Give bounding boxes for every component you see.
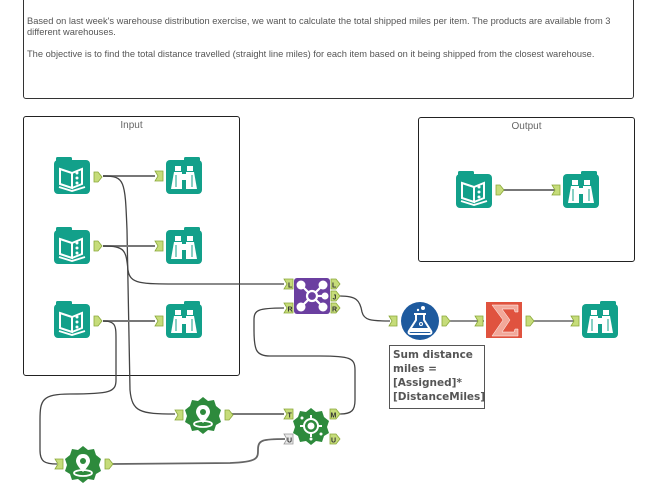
svg-text:U: U xyxy=(287,438,292,445)
output-container-title: Output xyxy=(511,121,542,132)
create-points-tool-1[interactable] xyxy=(174,397,234,434)
svg-text:J: J xyxy=(333,295,337,302)
svg-text:M: M xyxy=(331,413,337,420)
svg-text:R: R xyxy=(332,307,337,314)
input-anchor[interactable] xyxy=(388,315,398,327)
input-anchor[interactable] xyxy=(154,315,164,327)
binoculars-icon xyxy=(165,226,203,265)
input-anchor[interactable] xyxy=(154,240,164,252)
join-anchor-out-j[interactable]: J xyxy=(330,290,341,302)
svg-text:R: R xyxy=(288,307,293,314)
output-anchor[interactable] xyxy=(104,458,114,470)
annotation-line-2: miles = xyxy=(393,363,437,375)
find-nearest-anchor-out-u[interactable]: U xyxy=(329,433,341,445)
annotation-line-3: [Assigned]* xyxy=(393,377,462,389)
book-icon xyxy=(53,300,91,339)
input-container-title: Input xyxy=(120,120,143,131)
comment-box[interactable] xyxy=(23,0,634,99)
svg-text:U: U xyxy=(331,438,336,445)
input-data-tool-1[interactable] xyxy=(53,156,103,195)
wire-input2-join-l xyxy=(102,245,284,285)
find-nearest-anchor-out-m[interactable]: M xyxy=(329,408,341,420)
join-anchor-in-l[interactable]: L xyxy=(283,278,294,290)
comment-paragraph-2: The objective is to find the total dista… xyxy=(27,49,595,59)
input-data-tool-2[interactable] xyxy=(53,226,103,265)
find-nearest-anchor-in-u[interactable]: U xyxy=(283,433,294,445)
wire-createpoints2-findnearest-u xyxy=(111,438,286,465)
join-anchor-in-r[interactable]: R xyxy=(283,302,294,314)
binoculars-icon xyxy=(562,170,600,209)
output-anchor[interactable] xyxy=(93,171,103,183)
svg-text:L: L xyxy=(332,283,337,290)
join-anchor-out-r[interactable]: R xyxy=(330,302,341,314)
create-points-tool-2[interactable] xyxy=(54,446,114,483)
book-icon xyxy=(53,156,91,195)
wire-findnearest-join-r xyxy=(253,307,356,415)
svg-text:L: L xyxy=(288,283,293,290)
book-icon xyxy=(455,170,493,209)
binoculars-icon xyxy=(581,300,619,339)
find-nearest-anchor-in-t[interactable]: T xyxy=(283,408,294,420)
map-pin-icon xyxy=(65,446,101,483)
join-tool[interactable]: L R L J R xyxy=(283,278,341,314)
flask-icon xyxy=(407,306,433,335)
output-anchor[interactable] xyxy=(224,409,234,421)
output-container[interactable]: Output xyxy=(418,117,635,262)
browse-tool-2[interactable] xyxy=(154,226,203,265)
find-nearest-tool[interactable]: T U M U xyxy=(283,408,341,445)
binoculars-icon xyxy=(165,156,203,195)
input-data-tool-3[interactable] xyxy=(53,300,103,339)
binoculars-icon xyxy=(165,300,203,339)
output-browse-tool[interactable] xyxy=(551,170,600,209)
svg-text:T: T xyxy=(288,413,293,420)
browse-tool-3[interactable] xyxy=(154,300,203,339)
annotation-line-1: Sum distance xyxy=(393,349,473,361)
final-browse-tool[interactable] xyxy=(570,300,619,339)
summarize-tool[interactable] xyxy=(474,302,535,338)
output-input-data-tool[interactable] xyxy=(455,170,505,209)
input-anchor[interactable] xyxy=(154,170,164,182)
wire-input3-create-points-2 xyxy=(39,320,117,465)
crosshair-icon xyxy=(300,415,323,441)
join-anchor-out-l[interactable]: L xyxy=(330,278,341,290)
wire-input1-create-points xyxy=(102,175,176,415)
annotation-line-4: [DistanceMiles] xyxy=(393,391,486,403)
sigma-icon xyxy=(491,304,519,337)
wire-join-j-formula xyxy=(339,295,391,322)
output-anchor[interactable] xyxy=(93,315,103,327)
book-icon xyxy=(53,226,91,265)
formula-tool[interactable] xyxy=(388,302,451,340)
map-pin-icon xyxy=(185,397,221,434)
output-anchor[interactable] xyxy=(525,315,535,327)
output-anchor[interactable] xyxy=(93,240,103,252)
output-anchor[interactable] xyxy=(495,184,505,196)
formula-annotation: Sum distance miles = [Assigned]* [Distan… xyxy=(389,345,485,409)
comment-text: Based on last week's warehouse distribut… xyxy=(27,16,627,71)
input-container[interactable]: Input xyxy=(23,116,240,376)
comment-paragraph-1: Based on last week's warehouse distribut… xyxy=(27,16,611,37)
browse-tool-1[interactable] xyxy=(154,156,203,195)
output-anchor[interactable] xyxy=(441,315,451,327)
connections xyxy=(39,175,575,465)
input-anchor[interactable] xyxy=(174,409,184,421)
